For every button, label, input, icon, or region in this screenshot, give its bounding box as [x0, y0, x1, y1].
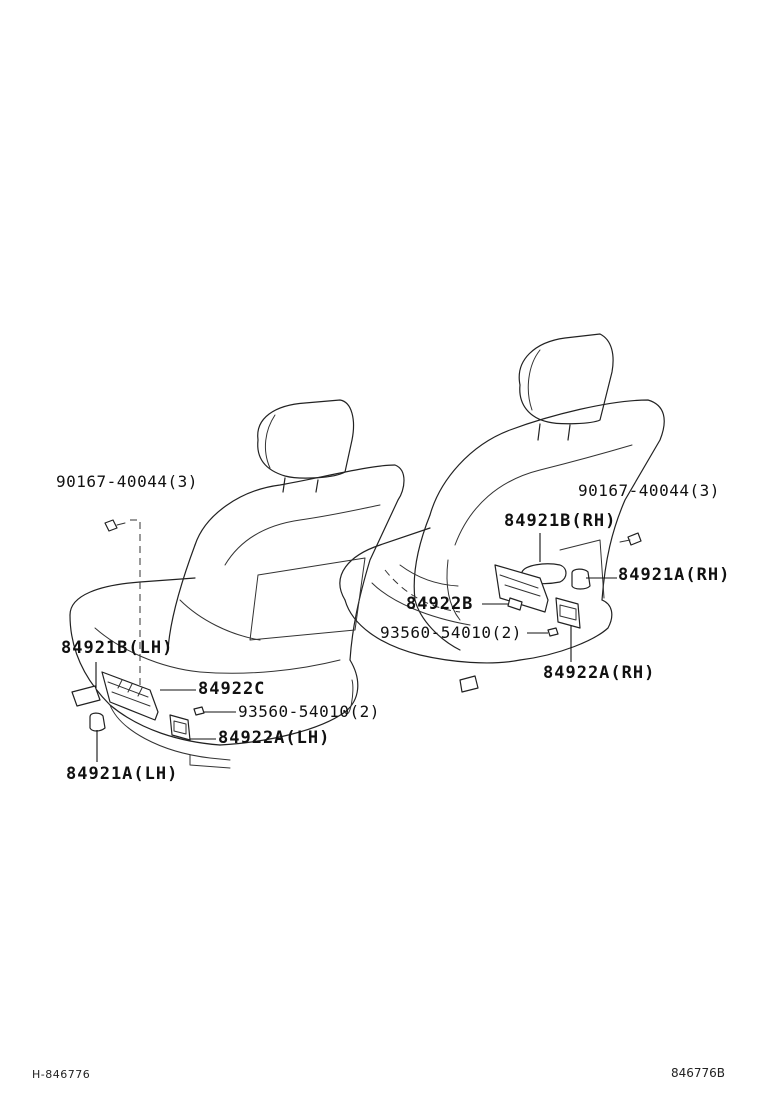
label-screw-right: 93560-54010(2)	[380, 623, 522, 642]
label-84921a-rh: 84921A(RH)	[618, 565, 731, 585]
footer-right-code: 846776B	[671, 1066, 726, 1080]
parts-right	[494, 532, 642, 637]
label-screw-left: 93560-54010(2)	[238, 702, 380, 721]
label-84921b-rh: 84921B(RH)	[504, 511, 617, 531]
leader-lines	[95, 533, 617, 762]
label-84922c: 84922C	[198, 679, 266, 699]
label-84922b: 84922B	[406, 594, 474, 614]
parts-left	[71, 519, 205, 741]
footer-left-code: H-846776	[32, 1068, 91, 1081]
label-bolt-right: 90167-40044(3)	[578, 481, 720, 500]
label-84922a-lh: 84922A(LH)	[218, 728, 331, 748]
right-seat-outline	[339, 333, 665, 693]
label-84921b-lh: 84921B(LH)	[61, 638, 174, 658]
label-84921a-lh: 84921A(LH)	[66, 764, 179, 784]
left-seat-outline	[69, 399, 405, 769]
label-84922a-rh: 84922A(RH)	[543, 663, 656, 683]
label-bolt-left: 90167-40044(3)	[56, 472, 198, 491]
